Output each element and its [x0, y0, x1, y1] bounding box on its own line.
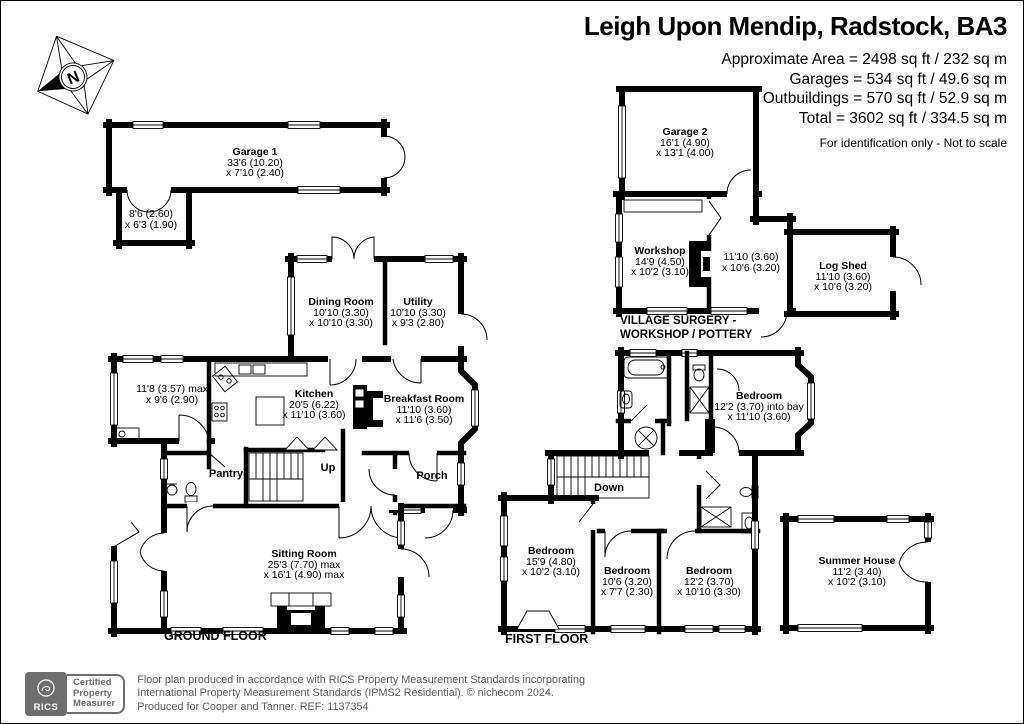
- room-label-garage1-store: 8'6 (2.60)x 6'3 (1.90): [124, 208, 178, 231]
- garage1-door-arc: [383, 135, 406, 158]
- down-label: Down: [594, 482, 624, 494]
- room-label-bed4: Bedroom 12'2 (3.70)x 10'10 (3.30): [677, 565, 741, 599]
- room-label-log-shed: Log Shed 11'10 (3.60)x 10'6 (3.20): [813, 260, 873, 294]
- first-floor-plan: [498, 347, 815, 635]
- up-label: Up: [320, 462, 336, 474]
- room-label-bed3: Bedroom 10'6 (3.20)x 7'7 (2.30): [600, 565, 654, 599]
- room-label-garage1: Garage 1 33'6 (10.20)x 7'10 (2.40): [225, 146, 285, 180]
- approximate-area: Approximate Area = 2498 sq ft / 232 sq m: [721, 51, 1007, 68]
- room-label-dining: Dining Room 10'10 (3.30)x 10'10 (3.30): [308, 296, 374, 330]
- room-label-utility: Utility 10'10 (3.30)x 9'3 (2.80): [390, 296, 446, 330]
- rics-badge: RICS Certified Property Measurer: [25, 672, 126, 716]
- header: Leigh Upon Mendip, Radstock, BA3 Approxi…: [583, 11, 1008, 150]
- porch-label: Porch: [416, 470, 448, 482]
- summer-house-plan: [780, 513, 934, 634]
- room-label-summer-house: Summer House 11'2 (3.40)x 10'2 (3.10): [818, 555, 896, 589]
- footer: RICS Certified Property Measurer Floor p…: [25, 672, 585, 716]
- rics-logo: RICS: [25, 672, 67, 716]
- room-label-garage2: Garage 2 16'1 (4.90)x 13'1 (4.00): [655, 126, 715, 160]
- compass-rose: N: [37, 35, 115, 115]
- outbuildings-plan: [613, 86, 922, 338]
- rics-wordmark: RICS: [33, 702, 59, 713]
- garages-area: Garages = 534 sq ft / 49.6 sq m: [789, 70, 1007, 88]
- pantry-label: Pantry: [208, 468, 244, 480]
- first-floor-label: FIRST FLOOR: [505, 632, 589, 646]
- garage1-plan: [103, 119, 406, 249]
- ground-floor-plan: [108, 236, 488, 637]
- total-area: Total = 3602 sq ft / 334.5 sq m: [798, 109, 1007, 127]
- outbuildings-area: Outbuildings = 570 sq ft / 52.9 sq m: [762, 90, 1007, 107]
- room-label-workshop: Workshop 14'9 (4.50)x 10'2 (3.10): [630, 245, 690, 279]
- certified-property-measurer: Certified Property Measurer: [67, 674, 126, 714]
- stairs-down: [556, 455, 650, 499]
- footer-disclaimer: Floor plan produced in accordance with R…: [137, 673, 585, 713]
- room-label-bed2: Bedroom 15'9 (4.80)x 10'2 (3.10): [521, 545, 581, 579]
- rics-lion-icon: [37, 679, 55, 697]
- identification-note: For identification only - Not to scale: [819, 136, 1007, 150]
- room-label-pottery: 11'10 (3.60)x 10'6 (3.20): [721, 251, 781, 274]
- room-label-breakfast: Breakfast Room 11'10 (3.60)x 11'6 (3.50): [383, 393, 465, 427]
- outbuilding-label: VILLAGE SURGERY - WORKSHOP / POTTERY: [620, 315, 753, 341]
- fireplace: [270, 592, 332, 628]
- page-title: Leigh Upon Mendip, Radstock, BA3: [583, 11, 1008, 41]
- room-label-kitchen: Kitchen 20'5 (6.22)x 11'10 (3.60): [282, 388, 346, 422]
- ground-floor-label: GROUND FLOOR: [164, 629, 267, 643]
- stairs-up: [248, 452, 304, 502]
